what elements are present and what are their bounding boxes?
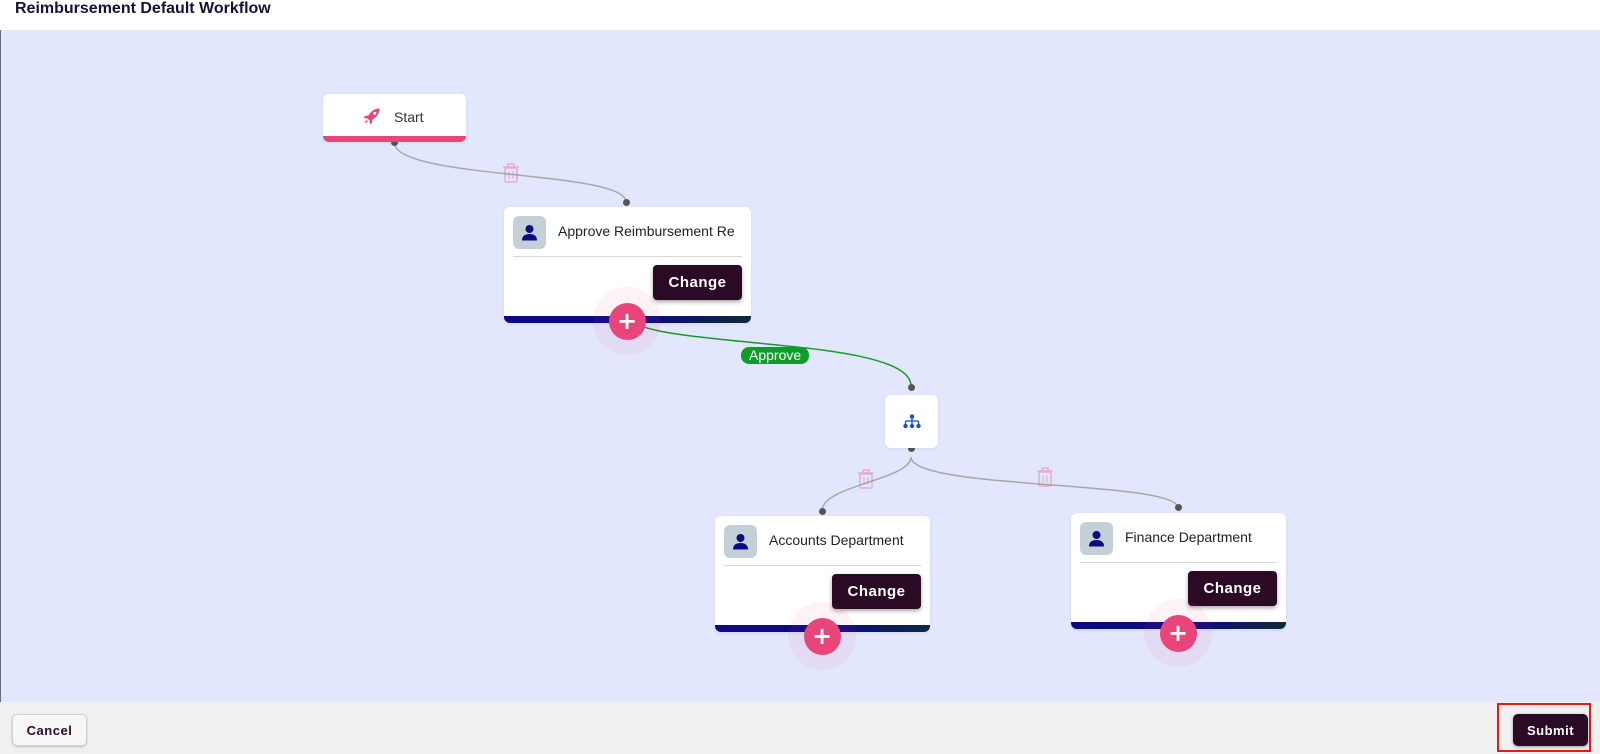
edge-anchor-dot [907,444,915,452]
avatar [513,216,546,249]
user-icon [733,534,748,550]
trash-icon[interactable] [501,162,521,184]
add-node-button[interactable]: + [1159,614,1197,652]
edge-branch-to-finance [910,456,1179,509]
trash-icon[interactable] [856,468,876,490]
finance-node-title: Finance Department [1125,529,1252,545]
finance-department-node[interactable]: Finance Department Change [1071,513,1286,629]
change-button[interactable]: Change [1188,571,1277,606]
action-footer: Cancel Submit [0,702,1600,754]
user-icon [1089,531,1104,547]
card-divider [513,256,742,257]
card-divider [724,565,921,566]
edge-anchor-dot [622,198,630,206]
start-label: Start [394,109,424,125]
edge-branch-to-accounts [821,456,912,512]
edge-anchor-dot [907,383,915,391]
add-node-button[interactable]: + [803,617,841,655]
edge-start-to-approval [393,141,627,203]
submit-button[interactable]: Submit [1513,714,1588,746]
edge-anchor-dot [390,138,398,146]
sitemap-icon [903,414,921,429]
change-button[interactable]: Change [653,265,742,300]
cancel-button[interactable]: Cancel [12,714,87,746]
avatar [724,525,757,558]
submit-highlight-frame [1497,703,1591,752]
accounts-node-title: Accounts Department [769,532,904,548]
edge-anchor-dot [1174,503,1182,511]
edge-anchor-dot [818,507,826,515]
user-icon [522,225,537,241]
approve-edge-label: Approve [741,347,810,364]
change-button[interactable]: Change [832,574,921,609]
condition-node[interactable] [885,395,938,448]
approval-node-title: Approve Reimbursement Re [558,223,735,239]
page-header: Reimbursement Default Workflow [0,0,1600,30]
workflow-canvas[interactable]: Start Approve Reimbursement Re Change Ac… [0,30,1600,702]
card-divider [1080,562,1277,563]
accounts-department-node[interactable]: Accounts Department Change [715,516,930,632]
trash-icon[interactable] [1035,466,1055,488]
page-title: Reimbursement Default Workflow [15,0,271,17]
avatar [1080,522,1113,555]
start-node[interactable]: Start [323,94,466,142]
rocket-icon [363,108,380,125]
add-node-button[interactable]: + [608,302,646,340]
